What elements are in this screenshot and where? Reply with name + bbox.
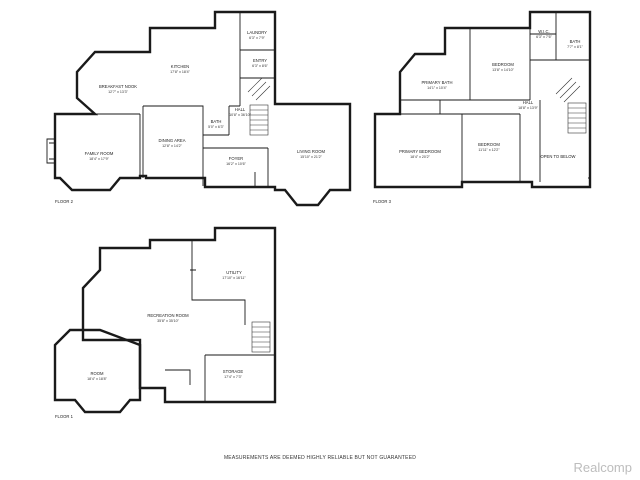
room-dim-wic: 6'3" x 7'6"	[536, 35, 552, 39]
room-name-dining-area: DINING AREA	[159, 138, 186, 143]
room-dim-dining-area: 12'8" x 14'2"	[162, 144, 182, 148]
floor-1-outer-walls	[81, 226, 277, 404]
room-dim-primary-bath: 14'1" x 10'4"	[427, 86, 447, 90]
room-dim-recreation-room: 35'8" x 35'10"	[157, 319, 179, 323]
room-name-bedroom-2: BEDROOM	[478, 142, 500, 147]
floor-2-interior-walls	[95, 12, 275, 186]
room-name-foyer: FOYER	[229, 156, 243, 161]
room-dim-bedroom-1: 13'8" x 14'10"	[492, 68, 514, 72]
floor-3-plan	[373, 10, 592, 189]
floor-3-outer-walls	[373, 10, 592, 189]
room-dim-breakfast-nook: 12'7" x 13'3"	[108, 90, 128, 94]
room-wing-walls	[53, 328, 142, 414]
floor-1-label: FLOOR 1	[55, 414, 74, 419]
floor-2-label: FLOOR 2	[55, 199, 74, 204]
floor-1-stairs	[251, 321, 271, 353]
room-name-bedroom-1: BEDROOM	[492, 62, 514, 67]
room-name-utility: UTILITY	[226, 270, 242, 275]
room-dim-living-room: 15'10" x 21'2"	[300, 155, 322, 159]
room-name-primary-bath: PRIMARY BATH	[422, 80, 453, 85]
room-name-entry: ENTRY	[253, 58, 267, 63]
room-name-hall: HALL	[235, 107, 246, 112]
measurement-disclaimer: MEASUREMENTS ARE DEEMED HIGHLY RELIABLE …	[223, 455, 417, 461]
room-dim-hall: 10'8" x 36'10"	[229, 113, 251, 117]
room-name-family-room: FAMILY ROOM	[85, 151, 114, 156]
floor-2-room-labels: KITCHEN 17'8" x 18'4" BREAKFAST NOOK 12'…	[55, 30, 325, 204]
room-name-bath-3: BATH	[570, 39, 581, 44]
room-dim-primary-bedroom: 18'4" x 20'2"	[410, 155, 430, 159]
floor-3-interior-walls	[400, 12, 590, 182]
room-dim-entry: 6'3" x 8'6"	[252, 64, 268, 68]
room-name-living-room: LIVING ROOM	[297, 149, 325, 154]
room-name-hall-3: HALL	[523, 100, 534, 105]
room-name-recreation-room: RECREATION ROOM	[147, 313, 189, 318]
room-name-laundry: LAUNDRY	[247, 30, 267, 35]
room-name-breakfast-nook: BREAKFAST NOOK	[99, 84, 137, 89]
floor-3-room-labels: W.I.C. 6'3" x 7'6" BATH 7'7" x 8'1" BEDR…	[373, 29, 584, 204]
floor-3-stairs	[555, 77, 587, 134]
room-name-storage: STORAGE	[223, 369, 244, 374]
realcomp-watermark: Realcomp	[573, 460, 632, 475]
floor-1-interior-walls	[165, 240, 275, 402]
room-dim-bedroom-2: 11'11" x 12'2"	[478, 148, 500, 152]
room-name-bath: BATH	[211, 119, 222, 124]
floor-1-room-labels: UTILITY 17'10" x 16'11" RECREATION ROOM …	[55, 270, 246, 419]
room-dim-laundry: 6'3" x 7'9"	[249, 36, 265, 40]
floor-2-stairs	[247, 77, 271, 136]
room-dim-bath: 5'0" x 6'3"	[208, 125, 224, 129]
room-dim-hall-3: 18'8" x 13'9"	[518, 106, 538, 110]
room-name-primary-bedroom: PRIMARY BEDROOM	[399, 149, 441, 154]
room-dim-kitchen: 17'8" x 18'4"	[170, 70, 190, 74]
floor-2-outer-walls	[53, 10, 352, 207]
room-name-open-to-below: OPEN TO BELOW	[541, 154, 576, 159]
room-dim-family-room: 18'4" x 17'9"	[89, 157, 109, 161]
room-dim-storage: 17'4" x 7'3"	[224, 375, 242, 379]
floor-2-plan	[46, 10, 352, 207]
room-dim-bath-3: 7'7" x 8'1"	[567, 45, 583, 49]
floor-1-plan	[53, 226, 277, 414]
room-name-kitchen: KITCHEN	[171, 64, 189, 69]
room-name-room: ROOM	[90, 371, 104, 376]
room-dim-foyer: 16'2" x 10'6"	[226, 162, 246, 166]
fireplace	[46, 138, 55, 164]
floor-3-label: FLOOR 3	[373, 199, 392, 204]
room-dim-utility: 17'10" x 16'11"	[222, 276, 246, 280]
room-dim-room: 18'4" x 18'8"	[87, 377, 107, 381]
room-name-wic: W.I.C.	[538, 29, 549, 34]
